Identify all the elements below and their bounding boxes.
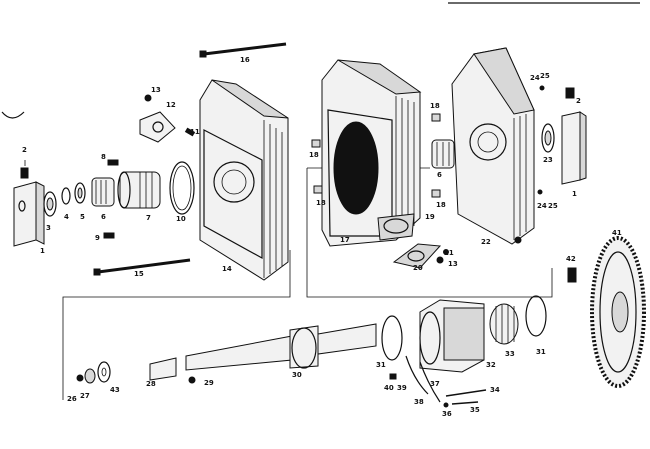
label-31b: 31 xyxy=(536,348,546,356)
right-bracket-block xyxy=(537,85,587,195)
label-9: 9 xyxy=(95,234,100,242)
label-42: 42 xyxy=(566,255,576,263)
label-18a: 18 xyxy=(309,151,319,159)
label-7: 7 xyxy=(146,214,151,222)
label-3: 3 xyxy=(46,224,51,232)
label-1a: 1 xyxy=(40,247,45,255)
label-25b: 25 xyxy=(548,202,558,210)
housing-17 xyxy=(321,59,422,247)
label-22: 22 xyxy=(481,238,491,246)
ring-31b xyxy=(525,295,547,337)
label-4: 4 xyxy=(64,213,69,221)
label-26: 26 xyxy=(67,395,77,403)
gasket-20 xyxy=(392,243,449,269)
label-38: 38 xyxy=(414,398,424,406)
label-17: 17 xyxy=(340,236,350,244)
label-43: 43 xyxy=(110,386,120,394)
label-13b: 13 xyxy=(448,260,458,268)
bolt-16 xyxy=(199,42,287,58)
label-12: 12 xyxy=(166,101,176,109)
part-labels: 1 2 3 4 5 6 7 8 9 10 11 12 13 14 15 16 1… xyxy=(22,56,622,418)
gasket-10 xyxy=(169,161,195,215)
label-1b: 1 xyxy=(572,190,577,198)
label-27: 27 xyxy=(80,392,90,400)
label-35: 35 xyxy=(470,406,480,414)
left-bracket-block xyxy=(13,160,45,247)
drum-32 xyxy=(419,299,485,373)
label-30: 30 xyxy=(292,371,302,379)
label-18c: 18 xyxy=(430,102,440,110)
gear-hub-7 xyxy=(103,159,161,239)
bearing-6b xyxy=(431,139,455,169)
label-18d: 18 xyxy=(436,201,446,209)
label-23: 23 xyxy=(543,156,553,164)
label-36: 36 xyxy=(442,410,452,418)
label-6a: 6 xyxy=(101,213,106,221)
label-39: 39 xyxy=(397,384,407,392)
housing-14 xyxy=(199,79,289,281)
label-31a: 31 xyxy=(376,361,386,369)
small-parts-34-40 xyxy=(389,355,487,408)
label-20: 20 xyxy=(413,264,423,272)
shaft-30 xyxy=(149,323,377,384)
label-10: 10 xyxy=(176,215,186,223)
ring-31a xyxy=(381,315,403,361)
housing-22 xyxy=(451,47,535,245)
bolt-15 xyxy=(93,258,191,276)
label-34: 34 xyxy=(490,386,500,394)
label-24b: 24 xyxy=(537,202,547,210)
washers-26-27-43 xyxy=(76,361,111,384)
label-33: 33 xyxy=(505,350,515,358)
label-6b: 6 xyxy=(437,171,442,179)
rings-3-6 xyxy=(43,177,115,217)
label-41: 41 xyxy=(612,229,622,237)
label-5: 5 xyxy=(80,213,85,221)
label-19: 19 xyxy=(425,213,435,221)
label-18b: 18 xyxy=(316,199,326,207)
cover-plate-12 xyxy=(139,94,196,143)
label-8: 8 xyxy=(101,153,106,161)
label-28: 28 xyxy=(146,380,156,388)
bearing-33 xyxy=(489,303,519,345)
label-24a: 24 xyxy=(530,74,540,82)
label-32: 32 xyxy=(486,361,496,369)
label-2a: 2 xyxy=(22,146,27,154)
gear-41 xyxy=(567,236,646,388)
label-37: 37 xyxy=(430,380,440,388)
label-15: 15 xyxy=(134,270,144,278)
edge-arc xyxy=(1,111,25,119)
label-2b: 2 xyxy=(576,97,581,105)
label-29: 29 xyxy=(204,379,214,387)
label-11: 11 xyxy=(190,128,200,136)
label-40: 40 xyxy=(384,384,394,392)
label-25a: 25 xyxy=(540,72,550,80)
label-13a: 13 xyxy=(151,86,161,94)
label-16: 16 xyxy=(240,56,250,64)
label-21: 21 xyxy=(444,249,454,257)
label-14: 14 xyxy=(222,265,232,273)
plugs-18 xyxy=(311,113,441,198)
